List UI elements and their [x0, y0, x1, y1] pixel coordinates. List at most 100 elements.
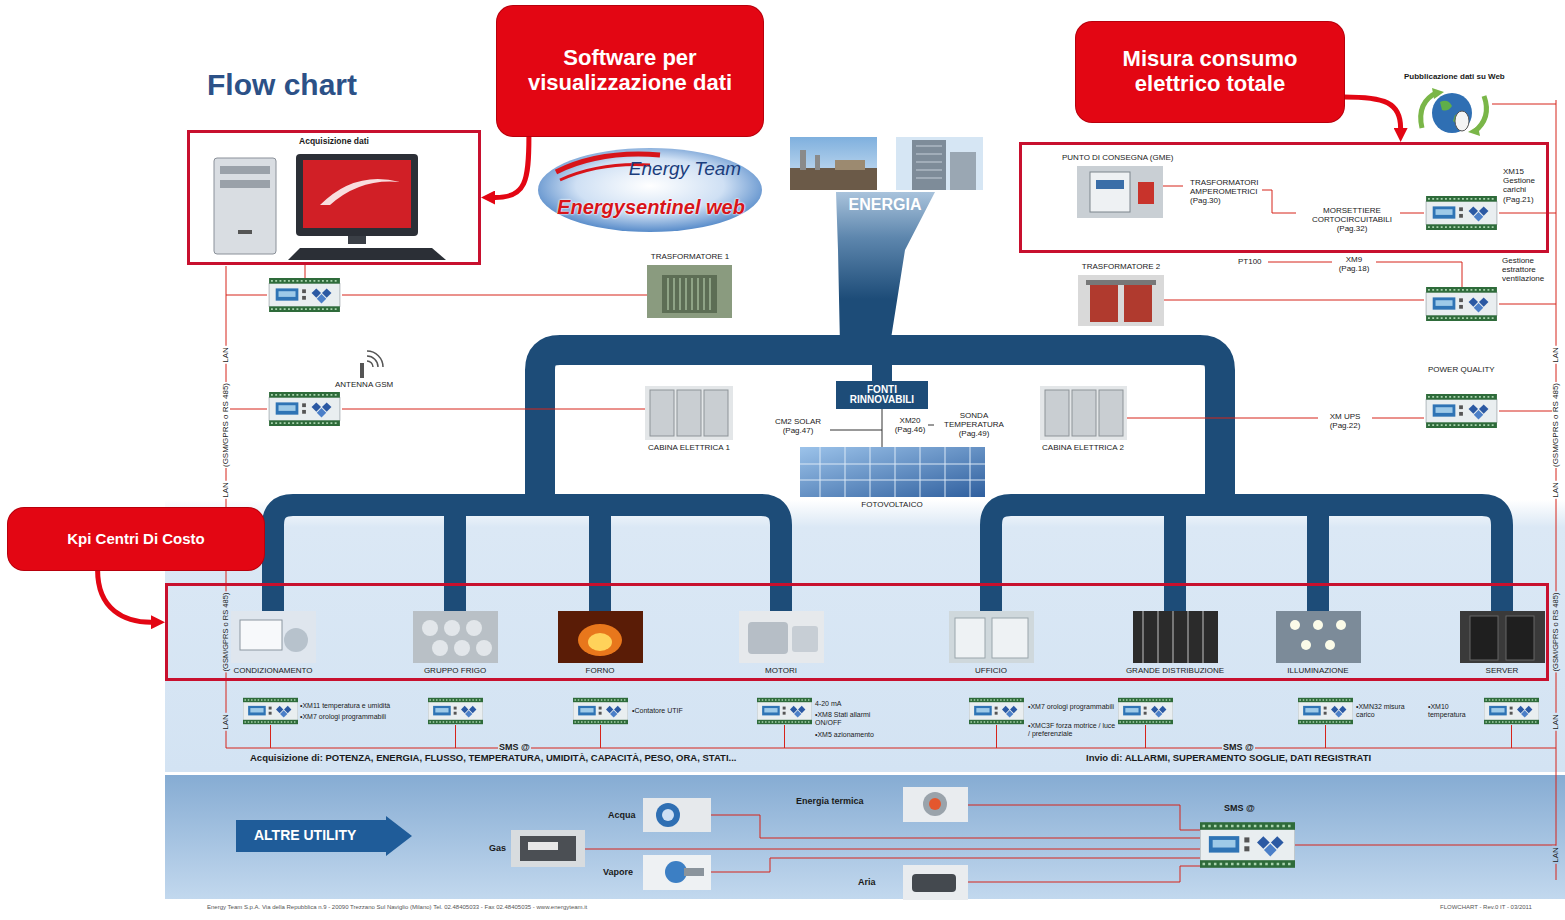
utility-photo: [520, 836, 576, 861]
energy-tree: [540, 350, 1220, 505]
cost-center-photo: [1325, 640, 1335, 650]
photo: [790, 168, 877, 190]
diagram-label: CM2 SOLAR (Pag.47): [768, 417, 828, 435]
utility-photo: [511, 830, 585, 867]
xm-module: [269, 392, 340, 426]
node-text: MOTORI: [721, 666, 841, 675]
cost-center-photo: [231, 611, 1545, 663]
switchboard-photo: [650, 390, 674, 436]
callout-box: Software per visualizzazione dati: [497, 6, 763, 136]
transformer-photo: [1078, 275, 1164, 326]
diagram-label: •XM5 azionamento: [815, 731, 900, 739]
utility-photo: [684, 868, 704, 876]
diagram-label: •XM7 orologi programmabili: [300, 713, 425, 721]
cost-center-photo: [1276, 611, 1361, 663]
energy-tree: [991, 505, 1502, 612]
cost-center-photo: [444, 620, 460, 636]
photo: [800, 150, 806, 170]
cost-center-photo: [578, 624, 622, 656]
diagram-label: •XM11 temperatura e umidità: [300, 702, 425, 710]
highlight-frame: PUNTO DI CONSEGNA (GME) TRASFORMATORI AMP…: [1019, 142, 1549, 253]
node-text: TRASFORMATORI AMPEROMETRICI (Pag.30): [1190, 178, 1280, 206]
highlight-frame: CONDIZIONAMENTOGRUPPO FRIGOFORNOMOTORIUF…: [165, 583, 1549, 681]
callout-box: Kpi Centri Di Costo: [8, 508, 264, 570]
diagram-label: Gestione estrattore ventilazione: [1502, 256, 1550, 284]
node-text: PUNTO DI CONSEGNA (GME): [1062, 153, 1212, 162]
globe-icon: [1455, 111, 1469, 131]
diagram-label: Vapore: [603, 867, 633, 877]
cost-center-photo: [231, 611, 316, 663]
diagram-label: Energy Team S.p.A. Via della Repubblica …: [207, 904, 807, 911]
meter-photo: [1138, 182, 1154, 204]
diagram-label: TRASFORMATORE 2: [1071, 262, 1171, 271]
photo: [790, 137, 983, 190]
transformer-photo: [668, 278, 710, 310]
utility-photo: [662, 809, 674, 821]
vertical-label: (GSM/GPRS o RS 485): [1552, 592, 1560, 673]
globe-icon: [1432, 93, 1472, 133]
diagram-label: •XMN32 misura carico: [1356, 703, 1418, 719]
cost-center-photo: [748, 622, 788, 654]
transformer-photo: [662, 275, 717, 313]
cost-center-photo: [1290, 620, 1300, 630]
xm-module: [243, 196, 1539, 868]
utility-photo: [643, 855, 711, 890]
energy-tree: [1175, 505, 1318, 612]
cost-center-photo: [739, 611, 824, 663]
cost-center-photo: [422, 620, 438, 636]
node-text: SERVER: [1442, 666, 1562, 675]
vertical-label: LAN: [1552, 346, 1560, 364]
diagram-label: Energy Team: [605, 158, 765, 180]
xm-module: [1426, 196, 1497, 230]
transformer-photo: [647, 265, 732, 318]
computer-illustration: [214, 158, 276, 254]
diagram-label: SONDA TEMPERATURA (Pag.49): [936, 411, 1012, 439]
diagram-label: SMS @: [1224, 803, 1255, 813]
diagram-label: •XMC3F forza motrice / luce / preferenzi…: [1028, 722, 1116, 738]
energy-tree: [836, 192, 935, 345]
vertical-label: LAN: [1552, 846, 1560, 864]
diagram-label: SMS @: [1222, 742, 1255, 752]
diagram-label: Pubblicazione dati su Web: [1404, 72, 1544, 81]
diagram-label: Invio di: ALLARMI, SUPERAMENTO SOGLIE, D…: [1086, 753, 1446, 764]
globe-icon: [1421, 88, 1487, 136]
node-text: Software per visualizzazione dati: [527, 46, 733, 95]
cost-center-photo: [1301, 640, 1311, 650]
solar-panel: [800, 447, 985, 497]
vertical-label: LAN: [1552, 713, 1560, 731]
photo: [912, 140, 946, 190]
utility-photo: [903, 865, 968, 900]
node-text: MORSETTIERE CORTOCIRCUITABILI (Pag.32): [1297, 206, 1407, 234]
node-text: GRANDE DISTRIBUZIONE: [1115, 666, 1235, 675]
callout-box: Misura consumo elettrico totale: [1076, 22, 1344, 122]
diagram-label: Energia termica: [796, 796, 864, 806]
antenna-icon: [367, 351, 383, 367]
diagram-label: CABINA ELETTRICA 2: [1033, 443, 1133, 452]
diagram-label: •XM10 temperatura: [1428, 703, 1482, 719]
antenna-icon: [360, 351, 383, 378]
wire: [271, 725, 1512, 748]
photo: [896, 137, 983, 190]
cost-center-photo: [949, 611, 1034, 663]
computer-illustration: [220, 180, 270, 188]
cost-center-photo: [454, 640, 470, 656]
energy-tree: [830, 409, 882, 447]
utility-photo: [643, 798, 711, 832]
energy-tree: [273, 192, 1502, 612]
node-text: Kpi Centri Di Costo: [67, 531, 205, 548]
diagram-label: •Contatore UTIF: [632, 707, 712, 715]
diagram-label: Acquisizione di: POTENZA, ENERGIA, FLUSS…: [250, 753, 850, 764]
utility-photo: [656, 803, 680, 827]
photo: [815, 155, 820, 170]
diagram-label: SMS @: [498, 742, 531, 752]
transformer-photo: [1086, 280, 1156, 285]
cost-center-photo: [432, 640, 448, 656]
diagram-title: Flow chart: [207, 68, 357, 103]
xm-module: [757, 698, 812, 724]
vertical-label: LAN: [222, 481, 230, 499]
meter-photo: [1077, 166, 1163, 218]
switchboard-photo: [1040, 386, 1127, 440]
vertical-label: (GSM/GPRS o RS 485): [222, 382, 230, 468]
vertical-label: LAN: [222, 346, 230, 364]
